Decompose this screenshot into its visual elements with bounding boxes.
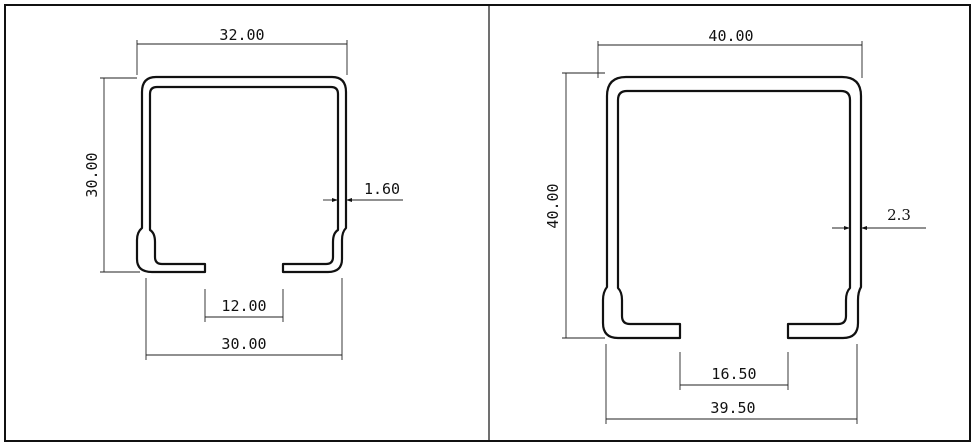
drawing-frame xyxy=(4,4,971,442)
left-profile xyxy=(135,75,348,274)
right-slot-label: 16.50 xyxy=(711,365,756,383)
left-slot-label: 12.00 xyxy=(221,297,266,315)
right-bottom-dimension: 39.50 xyxy=(605,344,858,424)
right-height-dimension: 40.00 xyxy=(544,72,605,339)
left-profile-outer xyxy=(135,75,348,274)
left-top-dimension-label: 32.00 xyxy=(219,26,264,44)
left-thickness-label: 1.60 xyxy=(364,180,400,198)
right-bottom-label: 39.50 xyxy=(710,399,755,417)
left-top-dimension: 32.00 xyxy=(136,26,348,75)
left-thickness-dimension: 1.60 xyxy=(323,180,403,202)
right-height-dimension-label: 40.00 xyxy=(544,183,562,228)
right-profile xyxy=(601,75,863,340)
left-height-dimension: 30.00 xyxy=(83,77,140,273)
right-profile-outer xyxy=(601,75,863,340)
left-bottom-dimension: 30.00 xyxy=(145,278,343,360)
right-top-dimension: 40.00 xyxy=(597,27,863,78)
right-thickness-dimension: 2.3 xyxy=(832,206,926,230)
left-height-dimension-label: 30.00 xyxy=(83,152,101,197)
left-slot-dimension: 12.00 xyxy=(204,289,284,322)
right-thickness-label: 2.3 xyxy=(887,206,911,224)
right-top-dimension-label: 40.00 xyxy=(708,27,753,45)
left-bottom-label: 30.00 xyxy=(221,335,266,353)
right-slot-dimension: 16.50 xyxy=(679,352,789,390)
